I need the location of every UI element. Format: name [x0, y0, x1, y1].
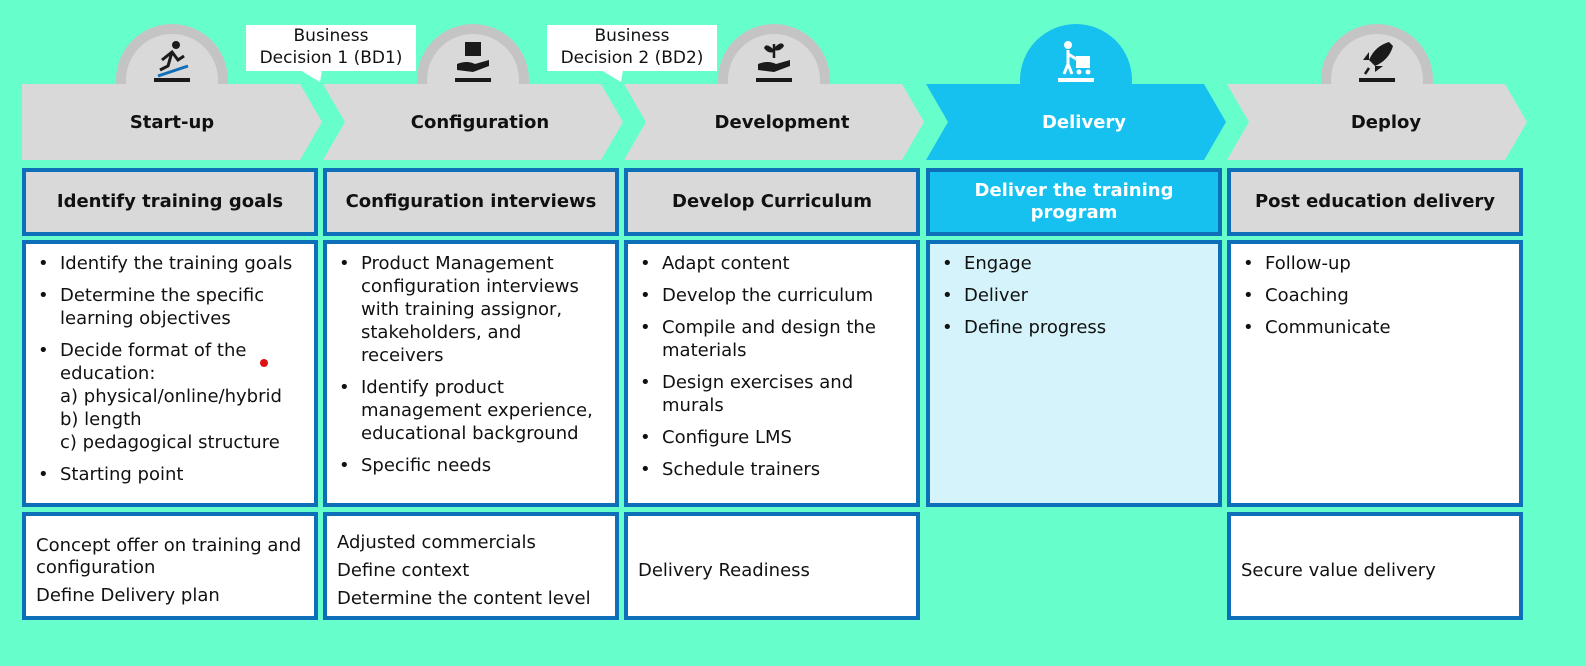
output-item: Delivery Readiness [638, 560, 810, 581]
heading-text: Develop Curriculum [672, 191, 872, 212]
icon-base-configuration [455, 78, 491, 82]
list-item: Configure LMS [640, 426, 906, 449]
list-item: Compile and design the materials [640, 316, 906, 362]
output-item: Secure value delivery [1241, 560, 1436, 581]
icon-base-development [756, 78, 792, 82]
list-item: Communicate [1243, 316, 1509, 339]
list-item: Develop the curriculum [640, 284, 906, 307]
icon-base-start-up [154, 78, 190, 82]
task-list: Follow-up Coaching Communicate [1241, 252, 1509, 339]
heading-box-deploy: Post education delivery [1227, 168, 1523, 236]
heading-text: Identify training goals [56, 191, 284, 212]
list-item: Define progress [942, 316, 1208, 339]
bd1-line1: Business [293, 26, 369, 46]
bd2-callout-tail [601, 70, 623, 82]
task-list: Product Management configuration intervi… [337, 252, 605, 477]
business-decision-2-callout: Business Decision 2 (BD2) [547, 25, 717, 71]
sub-item: b) length [60, 409, 142, 430]
output-item: Determine the content level [337, 588, 591, 609]
chevron-development [624, 84, 924, 160]
tasks-box-development: Adapt content Develop the curriculum Com… [624, 240, 920, 507]
runner-upstairs-icon [157, 41, 189, 78]
list-item: Determine the specific learning objectiv… [38, 284, 304, 330]
tasks-box-delivery: Engage Deliver Define progress [926, 240, 1222, 507]
heading-text: Configuration interviews [345, 191, 597, 212]
heading-text: Deliver the training program [974, 180, 1174, 223]
icon-base-delivery [1058, 78, 1094, 82]
outputs-box-development: Delivery Readiness [624, 512, 920, 620]
chevron-start-up [22, 84, 322, 160]
hand-holding-box-icon [457, 42, 489, 72]
icon-base-deploy [1359, 78, 1395, 82]
heading-box-development: Develop Curriculum [624, 168, 920, 236]
list-item: Decide format of the education: a) physi… [38, 339, 304, 454]
outputs-box-configuration: Adjusted commercials Define context Dete… [323, 512, 619, 620]
stage-label-start-up: Start-up [129, 112, 215, 133]
list-item: Design exercises and murals [640, 371, 906, 417]
output-item: Concept offer on training and configurat… [36, 535, 302, 578]
heading-text: Post education delivery [1254, 191, 1496, 212]
outputs-box-start-up: Concept offer on training and configurat… [22, 512, 318, 620]
list-item: Follow-up [1243, 252, 1509, 275]
sub-item: a) physical/online/hybrid [60, 386, 282, 407]
output-item: Define context [337, 560, 470, 581]
list-item: Product Management configuration intervi… [339, 252, 605, 367]
heading-box-start-up: Identify training goals [22, 168, 318, 236]
chevron-deploy [1227, 84, 1527, 160]
task-list: Engage Deliver Define progress [940, 252, 1208, 339]
business-decision-1-callout: Business Decision 1 (BD1) [246, 25, 416, 71]
heading-box-configuration: Configuration interviews [323, 168, 619, 236]
list-item: Identify product management experience, … [339, 376, 605, 445]
outputs-box-deploy: Secure value delivery [1227, 512, 1523, 620]
tasks-box-deploy: Follow-up Coaching Communicate [1227, 240, 1523, 507]
list-item: Engage [942, 252, 1208, 275]
heading-box-delivery: Deliver the training program [926, 168, 1222, 236]
list-item: Adapt content [640, 252, 906, 275]
task-list: Identify the training goals Determine th… [36, 252, 304, 486]
bd2-line1: Business [594, 26, 670, 46]
tasks-box-start-up: Identify the training goals Determine th… [22, 240, 318, 507]
list-item: Identify the training goals [38, 252, 304, 275]
sub-item: c) pedagogical structure [60, 432, 280, 453]
list-item: Coaching [1243, 284, 1509, 307]
stage-label-development: Development [714, 112, 850, 133]
list-item: Deliver [942, 284, 1208, 307]
person-with-cart-icon [1062, 41, 1091, 75]
bd1-line2: Decision 1 (BD1) [259, 48, 403, 68]
process-chevron-bar [22, 24, 1527, 160]
output-item: Define Delivery plan [36, 585, 220, 606]
chevron-delivery [926, 84, 1226, 160]
list-item: Specific needs [339, 454, 605, 477]
rocket-icon [1363, 42, 1393, 75]
task-list: Adapt content Develop the curriculum Com… [638, 252, 906, 481]
stage-label-configuration: Configuration [410, 112, 550, 133]
list-item: Starting point [38, 463, 304, 486]
hand-holding-plant-icon [758, 43, 790, 72]
list-item: Schedule trainers [640, 458, 906, 481]
output-item: Adjusted commercials [337, 532, 536, 553]
bd2-line2: Decision 2 (BD2) [560, 48, 704, 68]
chevron-configuration [323, 84, 623, 160]
stage-label-deploy: Deploy [1350, 112, 1422, 133]
tasks-box-configuration: Product Management configuration intervi… [323, 240, 619, 507]
red-marker-dot [260, 359, 268, 367]
bd1-callout-tail [300, 70, 322, 82]
stage-label-delivery: Delivery [1041, 112, 1127, 133]
